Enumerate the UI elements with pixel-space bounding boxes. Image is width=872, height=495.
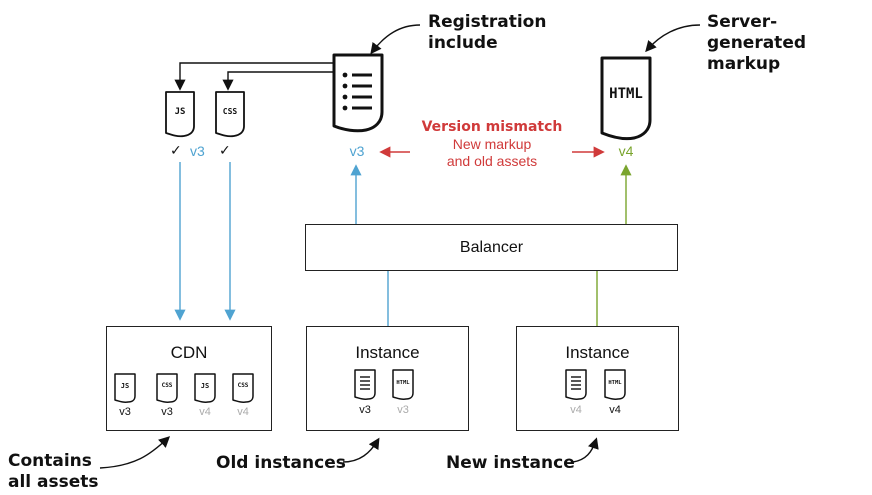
new-instance-label: Instance [565,343,630,362]
new-instance-registration-icon [565,369,587,400]
registration-callout-line2: include [428,33,498,53]
html-doc-label: HTML [609,86,643,102]
new-instance-html-version: v4 [609,404,621,416]
version-mismatch-text: Version mismatch New markup and old asse… [405,119,579,170]
assets-version-label: v3 [190,143,205,159]
new-instance-pointer [572,437,599,463]
cdn-js-v4-icon [194,373,216,403]
contains-callout-line2: all assets [8,472,99,492]
registration-to-js-arrow [174,62,333,91]
new-instance-callout: New instance [446,453,575,473]
cdn-js-v4-version: v4 [199,406,211,418]
new-instance-box: Instance [516,326,679,431]
cdn-css-v4-label: CSS [237,382,249,389]
contains-assets-pointer [99,436,171,469]
cdn-js-v3-icon [114,373,136,403]
version-mismatch-line2: and old assets [446,153,538,169]
cdn-js-v4-label: JS [200,382,210,390]
cdn-css-v4-version: v4 [237,406,249,418]
old-instance-html-icon [392,369,414,400]
new-instance-registration-version: v4 [570,404,582,416]
server-callout-line2: markup [707,54,781,74]
old-instance-label: Instance [355,343,420,362]
registration-document-icon [332,53,384,133]
server-markup-pointer [645,24,701,53]
balancer-label: Balancer [459,239,524,256]
registration-pointer [370,24,421,55]
cdn-js-v3-version: v3 [119,406,131,418]
registration-version-label: v3 [349,143,365,159]
cdn-box: CDN [106,326,272,431]
old-instance-registration-icon [354,369,376,400]
cdn-css-v3-label: CSS [161,382,173,389]
js-check: ✓ [170,143,182,159]
cdn-js-v3-label: JS [120,382,130,390]
version-mismatch-line1: New markup [452,136,532,152]
css-document-icon [215,91,245,138]
cdn-css-v3-icon [156,373,178,403]
html-version-label: v4 [618,143,634,159]
new-instance-html-icon [604,369,626,400]
old-instances-pointer [342,437,380,463]
server-callout-line1: Server-generated [707,12,807,53]
cdn-css-v3-version: v3 [161,406,173,418]
registration-to-css-arrow [222,71,333,91]
old-instances-callout: Old instances [216,453,346,473]
version-mismatch-title: Version mismatch [421,119,563,135]
registration-callout-line1: Registration [428,12,547,32]
js-doc-label: JS [174,107,186,117]
cdn-label: CDN [170,343,208,362]
balancer-box: Balancer [305,224,678,271]
contains-callout-line1: Contains [8,451,92,471]
server-markup-callout: Server-generated markup [707,12,872,75]
css-check: ✓ [219,143,231,159]
new-instance-html-label: HTML [608,380,622,386]
registration-include-callout: Registration include [428,12,546,54]
cdn-css-v4-icon [232,373,254,403]
html-document-icon [600,56,652,141]
old-instance-html-version: v3 [397,404,409,416]
js-document-icon [165,91,195,138]
contains-assets-callout: Contains all assets [8,451,99,493]
old-instance-html-label: HTML [396,380,410,386]
css-doc-label: CSS [222,107,238,116]
old-instance-box: Instance [306,326,469,431]
old-instance-registration-version: v3 [359,404,371,416]
